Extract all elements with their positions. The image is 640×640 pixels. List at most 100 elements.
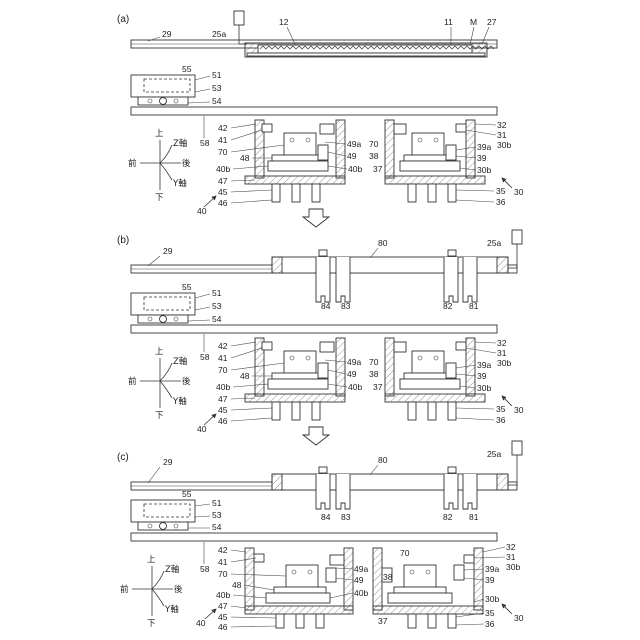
label-54: 54 [212,522,222,532]
label-70-r: 70 [369,357,379,367]
panel-b: (b) 29 80 25a 84 83 82 81 [117,230,524,434]
label-80: 80 [378,238,388,248]
label-25a: 25a [212,29,226,39]
left-unit [245,120,345,202]
label-32: 32 [506,542,516,552]
right-unit [385,120,485,202]
right-unit [385,338,485,420]
label-55: 55 [182,64,192,74]
axis-z: Z軸 [173,356,187,367]
label-83: 83 [341,512,351,522]
label-29: 29 [162,29,172,39]
label-37: 37 [378,616,388,626]
label-37: 37 [373,382,383,392]
label-48: 48 [240,371,250,381]
label-47: 47 [218,601,228,611]
label-40b-m: 40b [348,382,362,392]
handle [234,11,244,25]
label-40b-l: 40b [216,382,230,392]
label-25a: 25a [487,238,501,248]
axis-y: Y軸 [172,178,187,189]
label-53: 53 [212,83,222,93]
label-49: 49 [347,151,357,161]
label-30: 30 [514,187,524,197]
label-41: 41 [218,557,228,567]
label-41: 41 [218,353,228,363]
handle [512,230,522,244]
label-82: 82 [443,301,453,311]
label-35: 35 [496,186,506,196]
label-38: 38 [369,151,379,161]
label-49a: 49a [354,564,368,574]
label-40: 40 [197,206,207,216]
axis-back: 後 [182,376,191,387]
label-40b-m: 40b [348,164,362,174]
label-53: 53 [212,301,222,311]
axes-c: 上 下 前 後 Z軸 Y軸 [120,555,183,629]
label-84: 84 [321,512,331,522]
label-42: 42 [218,341,228,351]
label-39: 39 [477,153,487,163]
label-45: 45 [218,612,228,622]
axis-down: 下 [155,193,164,203]
label-32: 32 [497,338,507,348]
label-39: 39 [477,371,487,381]
label-30b-r1: 30b [506,562,520,572]
axis-back: 後 [174,584,183,595]
beam [131,107,497,115]
label-70-l: 70 [218,365,228,375]
label-39: 39 [485,575,495,585]
label-30b-r2: 30b [477,165,491,175]
label-30b-r1: 30b [497,358,511,368]
label-42: 42 [218,123,228,133]
label-53: 53 [212,510,222,520]
label-48: 48 [232,580,242,590]
label-36: 36 [496,197,506,207]
label-30: 30 [514,405,524,415]
label-40b-l: 40b [216,590,230,600]
label-25a: 25a [487,449,501,459]
label-47: 47 [218,176,228,186]
label-35: 35 [496,404,506,414]
label-37: 37 [373,164,383,174]
axis-y: Y軸 [172,396,187,407]
label-30b-r2: 30b [477,383,491,393]
label-55: 55 [182,282,192,292]
label-58: 58 [200,138,210,148]
label-30b-r2: 30b [485,594,499,604]
label-40b-m: 40b [354,588,368,598]
label-47: 47 [218,394,228,404]
axis-z: Z軸 [173,138,187,149]
label-36: 36 [485,619,495,629]
beam [131,533,497,541]
label-54: 54 [212,314,222,324]
label-49: 49 [354,575,364,585]
label-31: 31 [497,348,507,358]
label-83: 83 [341,301,351,311]
label-39a: 39a [477,360,491,370]
label-49a: 49a [347,139,361,149]
label-55: 55 [182,489,192,499]
axis-front: 前 [128,158,137,169]
label-51: 51 [212,288,222,298]
label-49a: 49a [347,357,361,367]
label-84: 84 [321,301,331,311]
label-32: 32 [497,120,507,130]
label-M: M [470,17,477,27]
label-12: 12 [279,17,289,27]
axis-up: 上 [155,129,164,139]
panel-label-c: (c) [117,452,129,463]
panel-label-b: (b) [117,235,129,246]
label-46: 46 [218,416,228,426]
label-70-r: 70 [400,548,410,558]
head-block [131,500,195,522]
axes-b: 上 下 前 後 Z軸 Y軸 [128,347,191,421]
label-81: 81 [469,301,479,311]
axis-down: 下 [155,411,164,421]
axis-front: 前 [120,584,129,595]
label-42: 42 [218,545,228,555]
label-31: 31 [497,130,507,140]
left-unit [245,338,345,420]
label-29: 29 [163,457,173,467]
